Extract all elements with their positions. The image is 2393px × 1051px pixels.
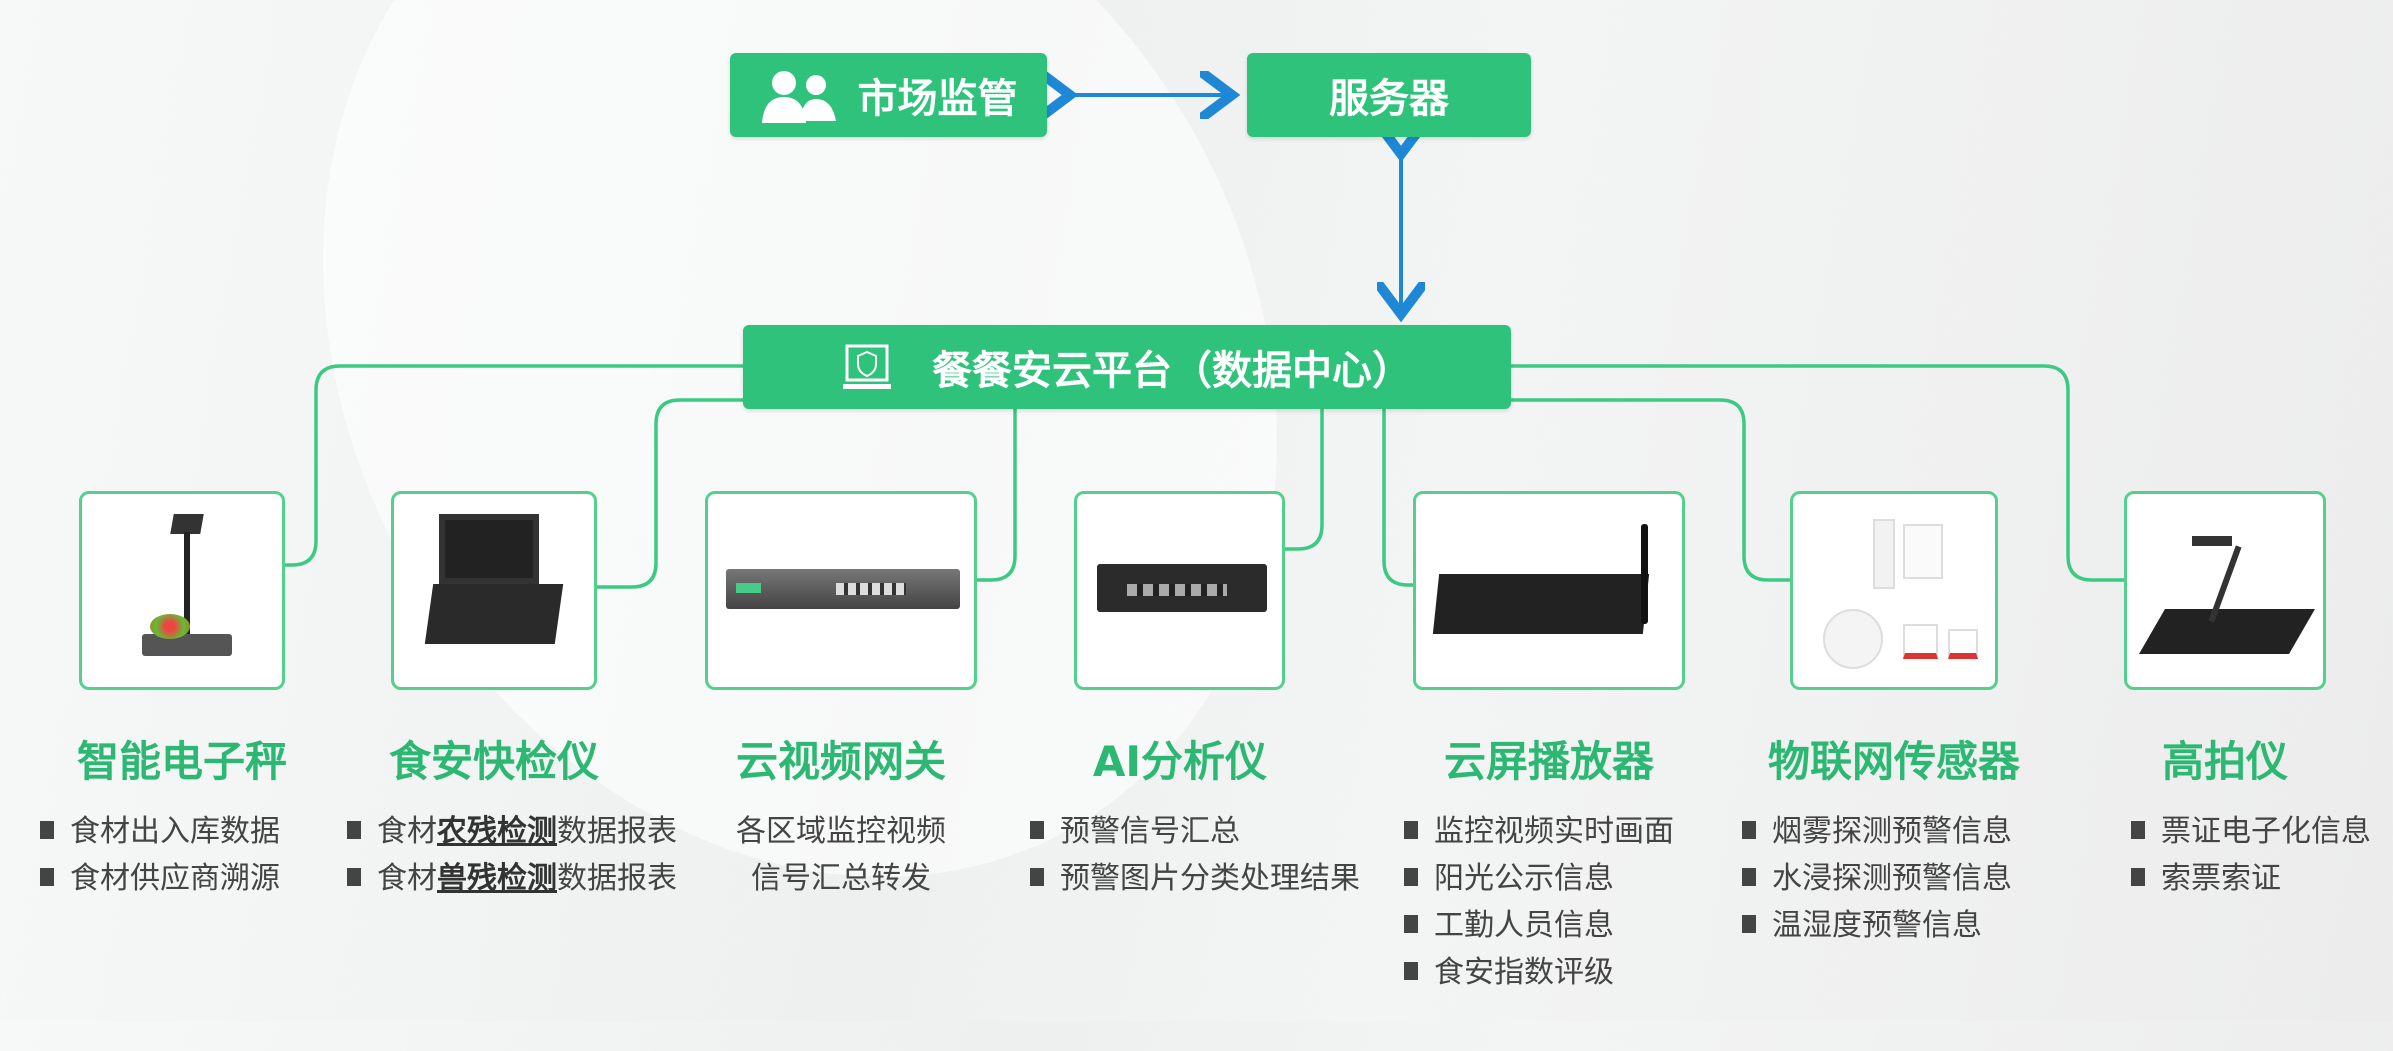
device-title: 智能电子秤 xyxy=(76,737,287,786)
device-card-gateway[interactable] xyxy=(705,491,977,690)
list-item: 信号汇总转发 xyxy=(751,861,931,896)
device-title: 物联网传感器 xyxy=(1767,737,2020,786)
sensor-icon xyxy=(1803,514,1993,674)
device-card-ai[interactable] xyxy=(1074,491,1285,690)
list-item: 索票索证 xyxy=(2131,855,2371,902)
device-info-list: 监控视频实时画面 阳光公示信息 工勤人员信息 食安指数评级 xyxy=(1404,808,1674,996)
device-title: 云视频网关 xyxy=(735,737,946,786)
device-card-sensor[interactable] xyxy=(1790,491,1998,690)
link-camera xyxy=(1511,364,2124,582)
list-item: 食安指数评级 xyxy=(1404,949,1674,996)
device-info-list: 食材出入库数据 食材供应商溯源 xyxy=(40,808,280,902)
link-gateway xyxy=(977,409,1017,582)
document-camera-icon xyxy=(2139,524,2315,664)
player-icon xyxy=(1432,524,1666,644)
scale-icon xyxy=(142,514,232,664)
test-case-icon xyxy=(424,514,564,664)
device-card-tester[interactable] xyxy=(391,491,597,690)
list-item: 票证电子化信息 xyxy=(2131,808,2371,855)
link-ai xyxy=(1285,409,1324,551)
users-icon xyxy=(761,71,836,123)
list-item: 预警图片分类处理结果 xyxy=(1030,855,1360,902)
device-title: AI分析仪 xyxy=(1092,737,1268,786)
server-box[interactable]: 服务器 xyxy=(1247,53,1531,137)
gateway-icon xyxy=(726,569,960,609)
list-item: 阳光公示信息 xyxy=(1404,855,1674,902)
device-card-player[interactable] xyxy=(1413,491,1685,690)
list-item: 预警信号汇总 xyxy=(1030,808,1360,855)
list-item: 烟雾探测预警信息 xyxy=(1742,808,2012,855)
platform-label: 餐餐安云平台（数据中心） xyxy=(932,348,1412,394)
list-item: 温湿度预警信息 xyxy=(1742,902,2012,949)
device-info-list: 食材农残检测数据报表 食材兽残检测数据报表 xyxy=(347,808,677,902)
device-title: 食安快检仪 xyxy=(388,737,599,786)
device-card-camera[interactable] xyxy=(2124,491,2326,690)
device-info-list: 各区域监控视频 信号汇总转发 xyxy=(721,808,961,902)
ai-box-icon xyxy=(1097,564,1267,612)
regulator-label: 市场监管 xyxy=(857,76,1018,122)
regulator-box[interactable]: 市场监管 xyxy=(730,53,1047,137)
platform-box[interactable]: 餐餐安云平台（数据中心） xyxy=(743,325,1511,409)
list-item: 食材供应商溯源 xyxy=(40,855,280,902)
device-info-list: 烟雾探测预警信息 水浸探测预警信息 温湿度预警信息 xyxy=(1742,808,2012,949)
list-item: 水浸探测预警信息 xyxy=(1742,855,2012,902)
server-label: 服务器 xyxy=(1329,76,1449,122)
list-item: 工勤人员信息 xyxy=(1404,902,1674,949)
device-info-list: 预警信号汇总 预警图片分类处理结果 xyxy=(1030,808,1360,902)
device-title: 云屏播放器 xyxy=(1443,737,1654,786)
link-sensor xyxy=(1511,398,1790,582)
link-tester xyxy=(597,398,743,589)
device-title: 高拍仪 xyxy=(2161,737,2288,786)
connector-lines xyxy=(285,0,2124,589)
list-item: 食材农残检测数据报表 xyxy=(347,808,677,855)
list-item: 各区域监控视频 xyxy=(736,814,946,849)
link-scale xyxy=(285,364,743,567)
list-item: 食材出入库数据 xyxy=(40,808,280,855)
link-player xyxy=(1382,409,1413,587)
laptop-shield-icon xyxy=(843,344,891,389)
device-info-list: 票证电子化信息 索票索证 xyxy=(2131,808,2371,902)
list-item: 食材兽残检测数据报表 xyxy=(347,855,677,902)
list-item: 监控视频实时画面 xyxy=(1404,808,1674,855)
device-card-scale[interactable] xyxy=(79,491,285,690)
